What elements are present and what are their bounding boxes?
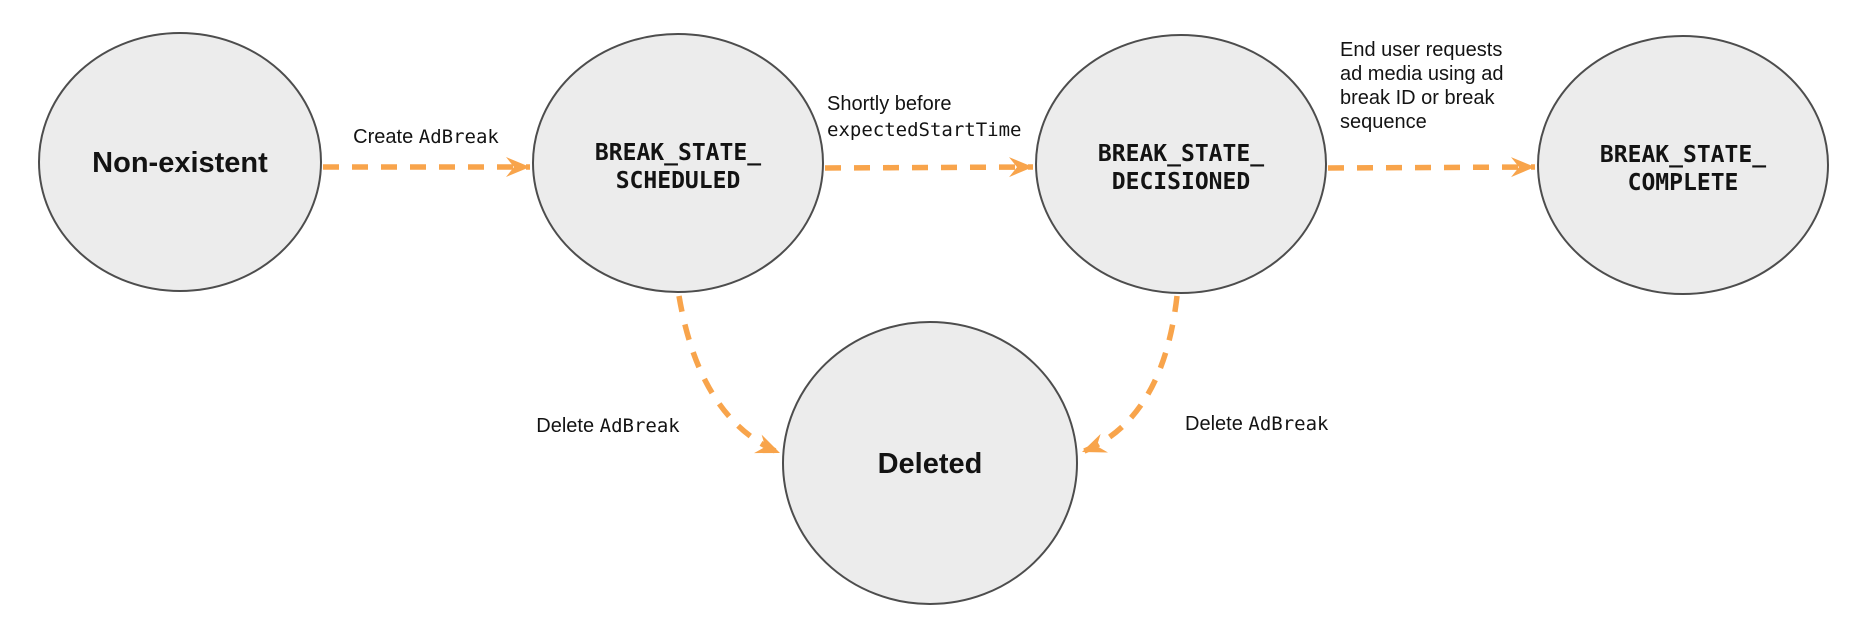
- transition-label-shortly-before-line2: expectedStartTime: [827, 119, 1021, 141]
- transition-label-create-adbreak: Create AdBreak: [353, 126, 499, 148]
- state-label-decisioned-line2: DECISIONED: [1112, 169, 1250, 195]
- transition-arrow-delete-from-decisioned: [1080, 295, 1180, 455]
- transition-arrow-shortly-before: [824, 157, 1034, 178]
- state-node-non-existent: [38, 32, 322, 292]
- transition-label-end-user-line1: End user requests: [1340, 39, 1502, 61]
- transition-arrow-end-user-requests: [1327, 157, 1536, 178]
- state-label-complete-line1: BREAK_STATE_: [1600, 142, 1766, 168]
- state-node-break-state-decisioned: [1035, 34, 1327, 294]
- state-label-complete-line2: COMPLETE: [1628, 170, 1739, 196]
- transition-label-delete-right-text: Delete: [1185, 413, 1248, 435]
- transition-label-end-user-line3: break ID or break: [1340, 87, 1496, 109]
- state-label-scheduled-line2: SCHEDULED: [616, 168, 741, 194]
- transition-label-shortly-before-line1: Shortly before: [827, 93, 952, 115]
- transition-label-delete-adbreak-left: Delete AdBreak: [536, 415, 680, 437]
- transition-label-delete-right-code: AdBreak: [1248, 413, 1329, 435]
- state-label-deleted: Deleted: [878, 448, 983, 480]
- transition-label-create-code: AdBreak: [419, 126, 500, 148]
- state-label-non-existent: Non-existent: [92, 147, 268, 179]
- state-label-scheduled-line1: BREAK_STATE_: [595, 140, 761, 166]
- state-node-deleted: [782, 321, 1078, 605]
- transition-label-delete-left-text: Delete: [536, 415, 599, 437]
- transition-label-create-text: Create: [353, 126, 419, 148]
- state-node-break-state-scheduled: [532, 33, 824, 293]
- transition-label-delete-adbreak-right: Delete AdBreak: [1185, 413, 1329, 435]
- state-node-break-state-complete: [1537, 35, 1829, 295]
- transition-label-end-user-line2: ad media using ad: [1340, 63, 1503, 85]
- transition-arrow-delete-from-scheduled: [676, 295, 782, 456]
- state-label-decisioned-line1: BREAK_STATE_: [1098, 141, 1264, 167]
- transition-label-delete-left-code: AdBreak: [600, 415, 681, 437]
- transition-label-end-user-line4: sequence: [1340, 111, 1427, 133]
